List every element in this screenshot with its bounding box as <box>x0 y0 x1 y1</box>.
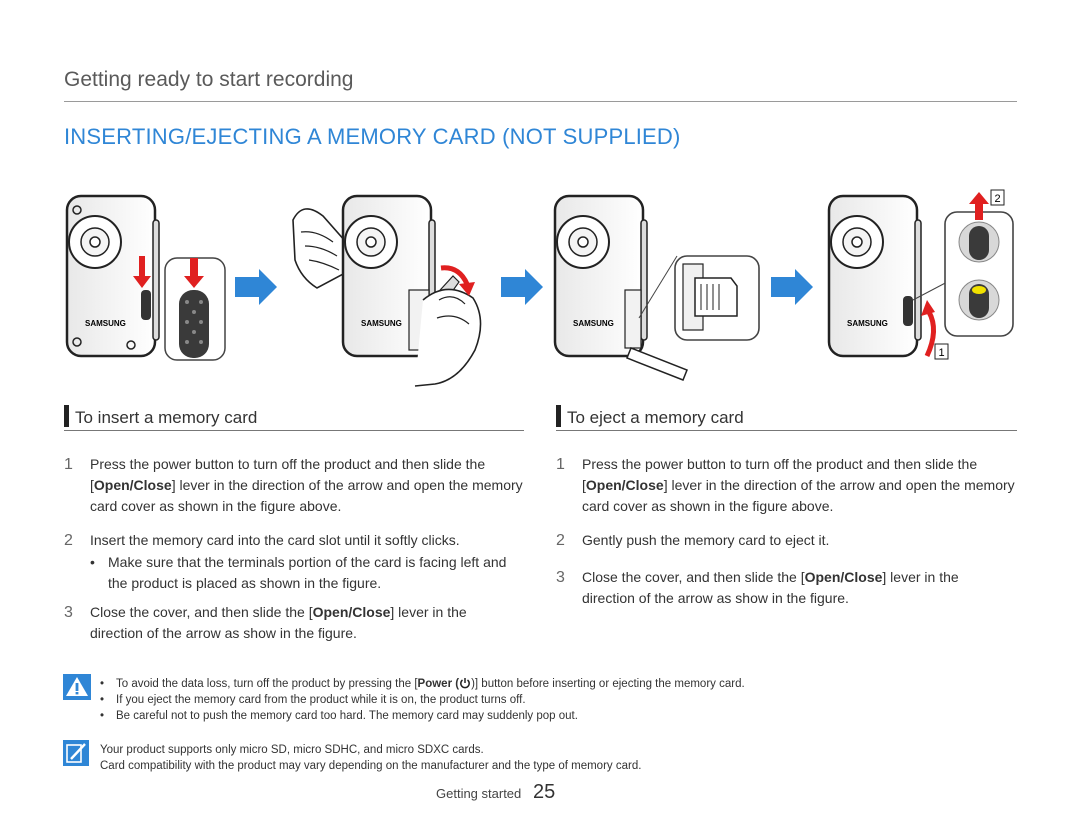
arrow-right-icon <box>235 269 277 305</box>
footer-section-label: Getting started <box>436 786 522 801</box>
svg-text:2: 2 <box>995 193 1001 205</box>
caution-text: To avoid the data loss, turn off the pro… <box>116 678 418 690</box>
button-name: Open/Close <box>93 477 172 493</box>
eject-step-2: 2 Gently push the memory card to eject i… <box>556 530 1026 552</box>
insert-step-2-bullet: • Make sure that the terminals portion o… <box>90 552 530 596</box>
step-text: ] lever in the direction of the arrow an… <box>582 477 1015 514</box>
step-text: ] lever in the direction of the arrow as… <box>90 604 467 641</box>
insert-step-1: 1 Press the power button to turn off the… <box>64 454 534 518</box>
insert-divider <box>64 430 524 431</box>
arrow-right-icon <box>501 269 543 305</box>
caution-text: Be careful not to push the memory card t… <box>116 710 578 722</box>
step-text: Gently push the memory card to eject it. <box>582 532 830 548</box>
caution-bullet-2: • If you eject the memory card from the … <box>100 692 1020 708</box>
step-text: Close the cover, and then slide the [ <box>90 604 313 620</box>
callout-1: 1 <box>934 343 949 360</box>
insert-step-3: 3 Close the cover, and then slide the [O… <box>64 602 534 646</box>
step-number: 1 <box>64 456 73 473</box>
page-title: INSERTING/EJECTING A MEMORY CARD (NOT SU… <box>64 124 681 149</box>
heading-bar <box>556 405 561 427</box>
brand-logo: SAMSUNG <box>573 319 614 328</box>
svg-text:1: 1 <box>939 347 945 359</box>
lever-zoom-1 <box>164 257 226 361</box>
camcorder-4: SAMSUNG <box>827 194 1014 358</box>
step-text: ] lever in the direction of the arrow an… <box>90 477 523 514</box>
step-text: Press the power button to turn off the p… <box>582 456 978 493</box>
brand-logo: SAMSUNG <box>85 319 126 328</box>
step-text: ] lever in the direction of the arrow as… <box>582 569 959 606</box>
bullet-text: Make sure that the terminals portion of … <box>108 554 507 591</box>
caution-bullet-1: • To avoid the data loss, turn off the p… <box>100 676 1020 692</box>
insert-heading: To insert a memory card <box>64 405 257 428</box>
step-number: 3 <box>556 569 565 586</box>
step-number: 1 <box>556 456 565 473</box>
heading-bar <box>64 405 69 427</box>
step-text: Insert the memory card into the card slo… <box>90 532 460 548</box>
eject-step-1: 1 Press the power button to turn off the… <box>556 454 1026 518</box>
button-name: Open/Close <box>585 477 664 493</box>
page-number: 25 <box>533 781 556 803</box>
step-number: 2 <box>64 532 73 549</box>
step-text: Close the cover, and then slide the [ <box>582 569 805 585</box>
bullet-dot: • <box>100 694 105 706</box>
bullet-dot: • <box>100 710 105 722</box>
button-name: Power ( <box>417 678 460 690</box>
caution-bullet-3: • Be careful not to push the memory card… <box>100 708 1020 724</box>
brand-logo: SAMSUNG <box>847 319 888 328</box>
camcorder-1: SAMSUNG <box>65 194 160 358</box>
eject-step-3: 3 Close the cover, and then slide the [O… <box>556 567 1026 611</box>
section-divider <box>64 101 1017 102</box>
caution-icon <box>63 674 91 700</box>
caution-text: If you eject the memory card from the pr… <box>116 694 526 706</box>
eject-heading: To eject a memory card <box>556 405 744 428</box>
button-name: Open/Close <box>804 569 883 585</box>
arrow-curve-icon <box>440 265 470 286</box>
note-icon <box>63 740 89 766</box>
power-icon <box>460 678 470 689</box>
note-line-2: Card compatibility with the product may … <box>100 760 642 772</box>
step-number: 2 <box>556 532 565 549</box>
caution-text: )] button before inserting or ejecting t… <box>471 678 745 690</box>
camcorder-3: SAMSUNG <box>553 194 760 381</box>
callout-2: 2 <box>990 189 1005 206</box>
memory-card-illustration: SAMSUNG SAMSUNG SAM <box>65 189 1014 387</box>
eject-divider <box>556 430 1017 431</box>
bullet-dot: • <box>90 554 95 570</box>
arrow-down-icon <box>133 256 151 288</box>
section-title: Getting ready to start recording <box>64 68 354 91</box>
arrow-up-icon <box>969 192 989 220</box>
brand-logo: SAMSUNG <box>361 319 402 328</box>
camcorder-2: SAMSUNG <box>292 194 482 387</box>
insert-heading-text: To insert a memory card <box>75 408 258 427</box>
step-text: Press the power button to turn off the p… <box>90 456 486 493</box>
insert-step-2: 2 Insert the memory card into the card s… <box>64 530 534 552</box>
button-name: Open/Close <box>312 604 391 620</box>
bullet-dot: • <box>100 678 105 690</box>
step-number: 3 <box>64 604 73 621</box>
note-line-1: Your product supports only micro SD, mic… <box>100 744 484 756</box>
arrow-right-icon <box>771 269 813 305</box>
eject-heading-text: To eject a memory card <box>567 408 744 427</box>
